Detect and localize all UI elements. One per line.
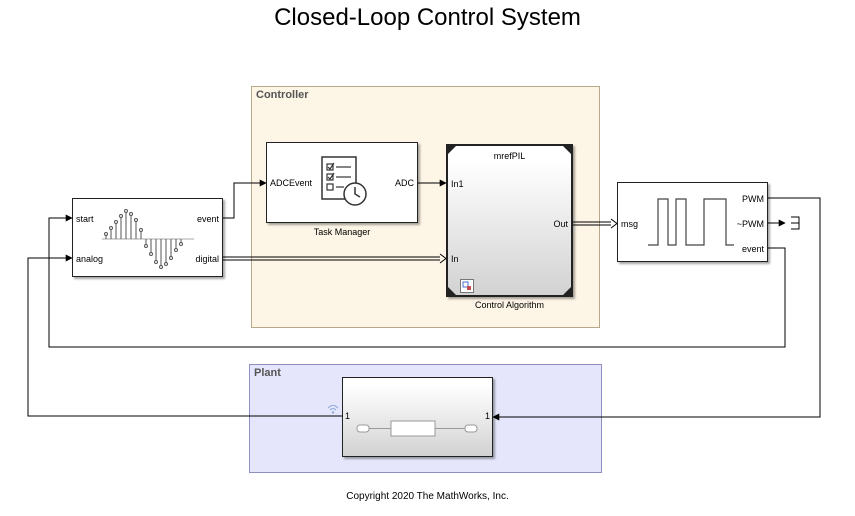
pwm-waveform-icon xyxy=(648,198,734,246)
adc-port-digital: digital xyxy=(195,254,219,264)
task-manager-port-adc: ADC xyxy=(394,178,414,188)
wire-plant-to-analog xyxy=(27,254,342,417)
plant-area-label: Plant xyxy=(254,367,281,379)
adc-port-event: event xyxy=(196,214,219,224)
pwm-port-pwm: PWM xyxy=(742,194,764,204)
wire-pwm-to-plant xyxy=(492,197,821,421)
control-algorithm-model-name: mrefPIL xyxy=(493,151,526,161)
task-manager-port-adcevent: ADCEvent xyxy=(270,178,313,188)
task-checklist-clock-icon xyxy=(321,156,367,206)
wire-event-feedback xyxy=(48,214,786,348)
task-manager-block[interactable]: ADCEvent ADC xyxy=(266,142,418,223)
adc-port-start: start xyxy=(76,214,94,224)
sampled-sine-icon xyxy=(102,209,194,269)
wireless-signal-icon xyxy=(327,405,339,414)
control-algorithm-label: Control Algorithm xyxy=(474,300,545,310)
copyright-notice: Copyright 2020 The MathWorks, Inc. xyxy=(346,491,509,502)
pwm-block[interactable]: msg PWM ~PWM event xyxy=(617,182,768,262)
pwm-port-event: event xyxy=(741,244,764,254)
control-algorithm-port-in: In xyxy=(451,254,459,264)
physical-model-icon xyxy=(356,420,478,437)
task-manager-label: Task Manager xyxy=(313,227,371,237)
control-algorithm-port-in1: In1 xyxy=(451,179,464,189)
adc-block[interactable]: start analog event digital xyxy=(72,198,223,277)
plant-port-in: 1 xyxy=(345,411,351,421)
control-algorithm-port-out: Out xyxy=(553,219,568,229)
control-algorithm-block[interactable]: mrefPIL In1 In Out xyxy=(446,144,573,297)
pwm-port-msg: msg xyxy=(621,219,639,229)
plant-port-out: 1 xyxy=(484,411,490,421)
controller-area-label: Controller xyxy=(256,89,309,101)
pwm-port-npwm: ~PWM xyxy=(736,219,764,229)
adc-port-analog: analog xyxy=(76,254,104,264)
diagram-title: Closed-Loop Control System xyxy=(274,4,581,31)
plant-block[interactable]: 1 1 xyxy=(342,377,493,457)
wire-adc-event xyxy=(222,179,267,219)
pil-badge-icon xyxy=(460,279,474,293)
model-reference-corner-marks xyxy=(448,146,571,295)
